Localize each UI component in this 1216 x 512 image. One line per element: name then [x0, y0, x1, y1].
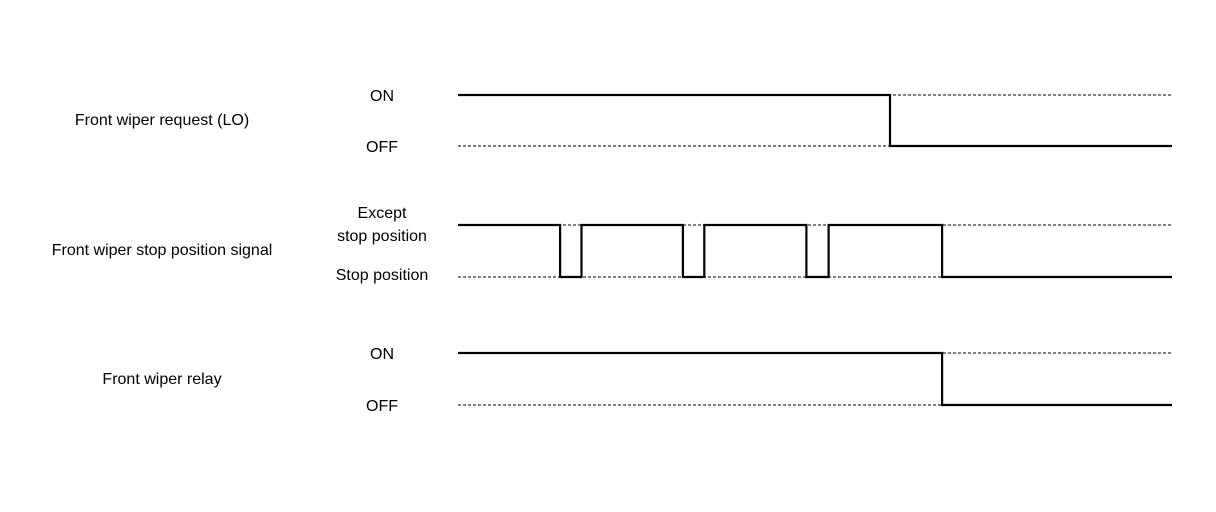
state-label-on: ON — [370, 346, 394, 363]
state-label-off: OFF — [366, 398, 398, 415]
state-label-except-stop-position: stop position — [337, 228, 427, 245]
state-label-stop-position: Stop position — [336, 267, 429, 284]
waveform-front-wiper-request — [458, 93, 1172, 148]
state-label-except: Except — [358, 205, 407, 222]
waveform-front-wiper-relay — [458, 351, 1172, 407]
signal-front-wiper-relay: Front wiper relay ON OFF — [102, 346, 1172, 415]
signal-name-front-wiper-stop-position: Front wiper stop position signal — [52, 242, 273, 259]
signal-name-front-wiper-request: Front wiper request (LO) — [75, 112, 249, 129]
signal-front-wiper-stop-position: Front wiper stop position signal Except … — [52, 205, 1172, 284]
state-label-on: ON — [370, 88, 394, 105]
signal-front-wiper-request: Front wiper request (LO) ON OFF — [75, 88, 1172, 156]
signal-name-front-wiper-relay: Front wiper relay — [102, 371, 221, 388]
state-label-off: OFF — [366, 139, 398, 156]
waveform-front-wiper-stop-position — [458, 223, 1172, 279]
